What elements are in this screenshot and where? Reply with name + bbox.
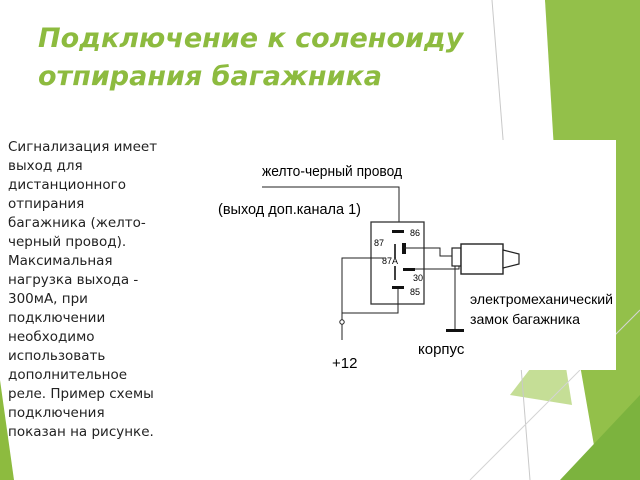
description-line: багажника (желто- — [8, 215, 146, 231]
description-line: черный провод). — [8, 234, 127, 250]
slide-title-line: отпирания багажника — [38, 61, 383, 92]
wire-87a-to-power — [341, 257, 386, 313]
description-line: Сигнализация имеет — [8, 139, 158, 155]
description-line: подключении — [8, 310, 106, 326]
pin-label-85: 85 — [410, 287, 420, 297]
lock-body — [460, 243, 504, 275]
pin-label-30: 30 — [413, 273, 423, 283]
channel-label: (выход доп.канала 1) — [218, 201, 361, 218]
description-text: Сигнализация имеет выход для дистанционн… — [8, 138, 208, 442]
lock-label-line1: электромеханический — [470, 291, 613, 307]
pin-label-86: 86 — [410, 228, 420, 238]
description-line: 300мА, при — [8, 291, 88, 307]
ground-symbol — [446, 329, 464, 332]
deco-green-triangle-bottom — [560, 395, 640, 480]
pin-label-87: 87 — [374, 238, 384, 248]
pin-label-87a: 87A — [382, 256, 398, 266]
description-line: подключения — [8, 405, 105, 421]
wire-yellow-black — [262, 186, 400, 222]
description-line: дополнительное — [8, 367, 128, 383]
power-label: +12 — [332, 355, 357, 370]
wire-85-to-ground — [341, 289, 399, 320]
description-line: показан на рисунке. — [8, 424, 154, 440]
description-line: выход для — [8, 158, 83, 174]
relay-pin-85 — [392, 286, 404, 289]
lock-plunger — [502, 249, 520, 269]
relay-pin-86 — [392, 230, 404, 233]
lock-label-line2: замок багажника — [470, 311, 580, 327]
description-line: отпирания — [8, 196, 85, 212]
slide-title: Подключение к соленоиду отпирания багажн… — [38, 20, 578, 96]
lock-terminal — [451, 247, 462, 267]
wiring-diagram: желто-черный провод (выход доп.канала 1)… — [206, 140, 616, 370]
description-line: необходимо — [8, 329, 95, 345]
description-line: дистанционного — [8, 177, 126, 193]
description-line: реле. Пример схемы — [8, 386, 154, 402]
relay-pin-30 — [403, 268, 415, 271]
wire-label: желто-черный провод — [262, 163, 402, 180]
wire-87-to-lock — [404, 247, 452, 257]
slide-title-line: Подключение к соленоиду — [38, 23, 464, 54]
diagram-background — [206, 140, 616, 370]
power-terminal — [339, 319, 345, 325]
description-line: использовать — [8, 348, 106, 364]
description-line: нагрузка выхода - — [8, 272, 139, 288]
deco-green-sliver-left — [0, 380, 14, 480]
description-line: Максимальная — [8, 253, 113, 269]
ground-label: корпус — [418, 341, 465, 358]
